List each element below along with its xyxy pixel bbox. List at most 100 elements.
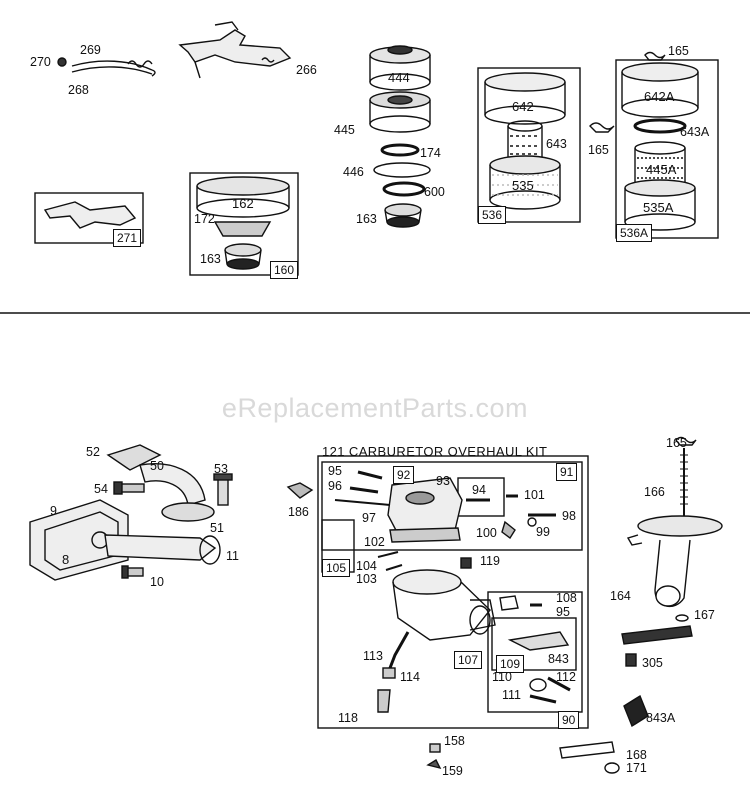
label-268: 268 [68,83,89,97]
part-10 [121,565,144,579]
part-168 [559,741,615,759]
part-843A [623,694,649,728]
part-162 [196,176,290,218]
label-103: 103 [356,572,377,586]
part-92-93 [387,477,463,543]
label-643A: 643A [680,125,710,139]
part-446 [373,162,431,178]
label-101: 101 [524,488,545,502]
part-51 [161,502,215,522]
label-168: 168 [626,748,647,762]
label-111: 111 [502,688,522,702]
part-266 [178,21,292,79]
part-535A [624,179,696,231]
part-104 [377,551,399,558]
part-110 [529,678,547,692]
kit-121-box [317,455,589,729]
label-535: 535 [512,178,534,193]
part-270-269-268 [57,57,156,77]
label-269: 269 [80,43,101,57]
label-174: 174 [420,146,441,160]
label-109: 109 [496,655,525,673]
part-95a [357,470,383,480]
part-643 [507,120,543,160]
part-171 [604,762,620,774]
label-104: 104 [356,559,377,573]
label-98: 98 [562,509,576,523]
part-158 [429,743,441,753]
label-186: 186 [288,505,309,519]
label-102: 102 [364,535,385,549]
part-100 [501,520,516,540]
part-305 [625,653,637,667]
label-100: 100 [476,526,497,540]
label-91: 91 [556,463,578,481]
label-160: 160 [270,261,299,279]
kit-91-box [321,461,583,551]
label-50: 50 [150,459,164,473]
label-172: 172 [194,212,215,226]
label-118: 118 [338,711,358,725]
part-159 [426,758,442,770]
label-53: 53 [214,462,228,476]
kit-title: 121 CARBURETOR OVERHAUL KIT [322,444,548,459]
label-165a: 165 [588,143,609,157]
label-8: 8 [62,552,70,567]
label-119: 119 [480,554,500,568]
label-51: 51 [210,521,224,535]
label-165c: 165 [666,436,687,450]
label-642A: 642A [644,89,675,104]
label-97: 97 [362,511,376,525]
part-52 [106,444,162,471]
watermark: eReplacementParts.com [221,393,529,423]
part-271 [43,201,137,229]
label-52: 52 [86,445,100,459]
part-172 [213,221,272,237]
part-174 [380,143,420,157]
label-446: 446 [343,165,364,179]
part-119 [460,557,472,569]
label-54: 54 [94,482,108,496]
label-536: 536 [478,206,507,224]
label-99: 99 [536,525,550,539]
label-843A: 843A [646,711,676,725]
part-97 [334,499,391,506]
part-103 [385,564,403,571]
part-163a [384,203,422,228]
part-53 [213,473,233,506]
label-163a: 163 [356,212,377,226]
label-445A: 445A [646,162,677,177]
part-843 [507,631,570,651]
label-11: 11 [226,549,239,563]
label-162: 162 [232,196,254,211]
part-167 [675,614,689,622]
label-166: 166 [644,485,665,499]
label-95a: 95 [328,464,342,478]
label-94: 94 [472,483,486,497]
label-535A: 535A [643,200,674,215]
part-445 [369,91,431,133]
label-114: 114 [400,670,420,684]
label-112: 112 [556,670,576,684]
label-600: 600 [424,185,445,199]
part-535 [489,155,561,210]
label-10: 10 [150,575,164,589]
carburetor-body [392,569,496,641]
part-444 [369,45,431,91]
part-164 [626,515,723,608]
label-643: 643 [546,137,567,151]
part-642 [484,72,566,125]
label-9: 9 [50,504,57,518]
part-186 [286,482,314,499]
kit-536-box [477,67,581,223]
part-600 [382,181,426,197]
part-54 [113,481,145,495]
label-444: 444 [388,70,410,85]
label-843: 843 [548,652,569,666]
label-163b: 163 [200,252,221,266]
label-171: 171 [626,761,647,775]
label-158: 158 [444,734,465,748]
part-113 [388,631,410,669]
label-270: 270 [30,55,51,69]
